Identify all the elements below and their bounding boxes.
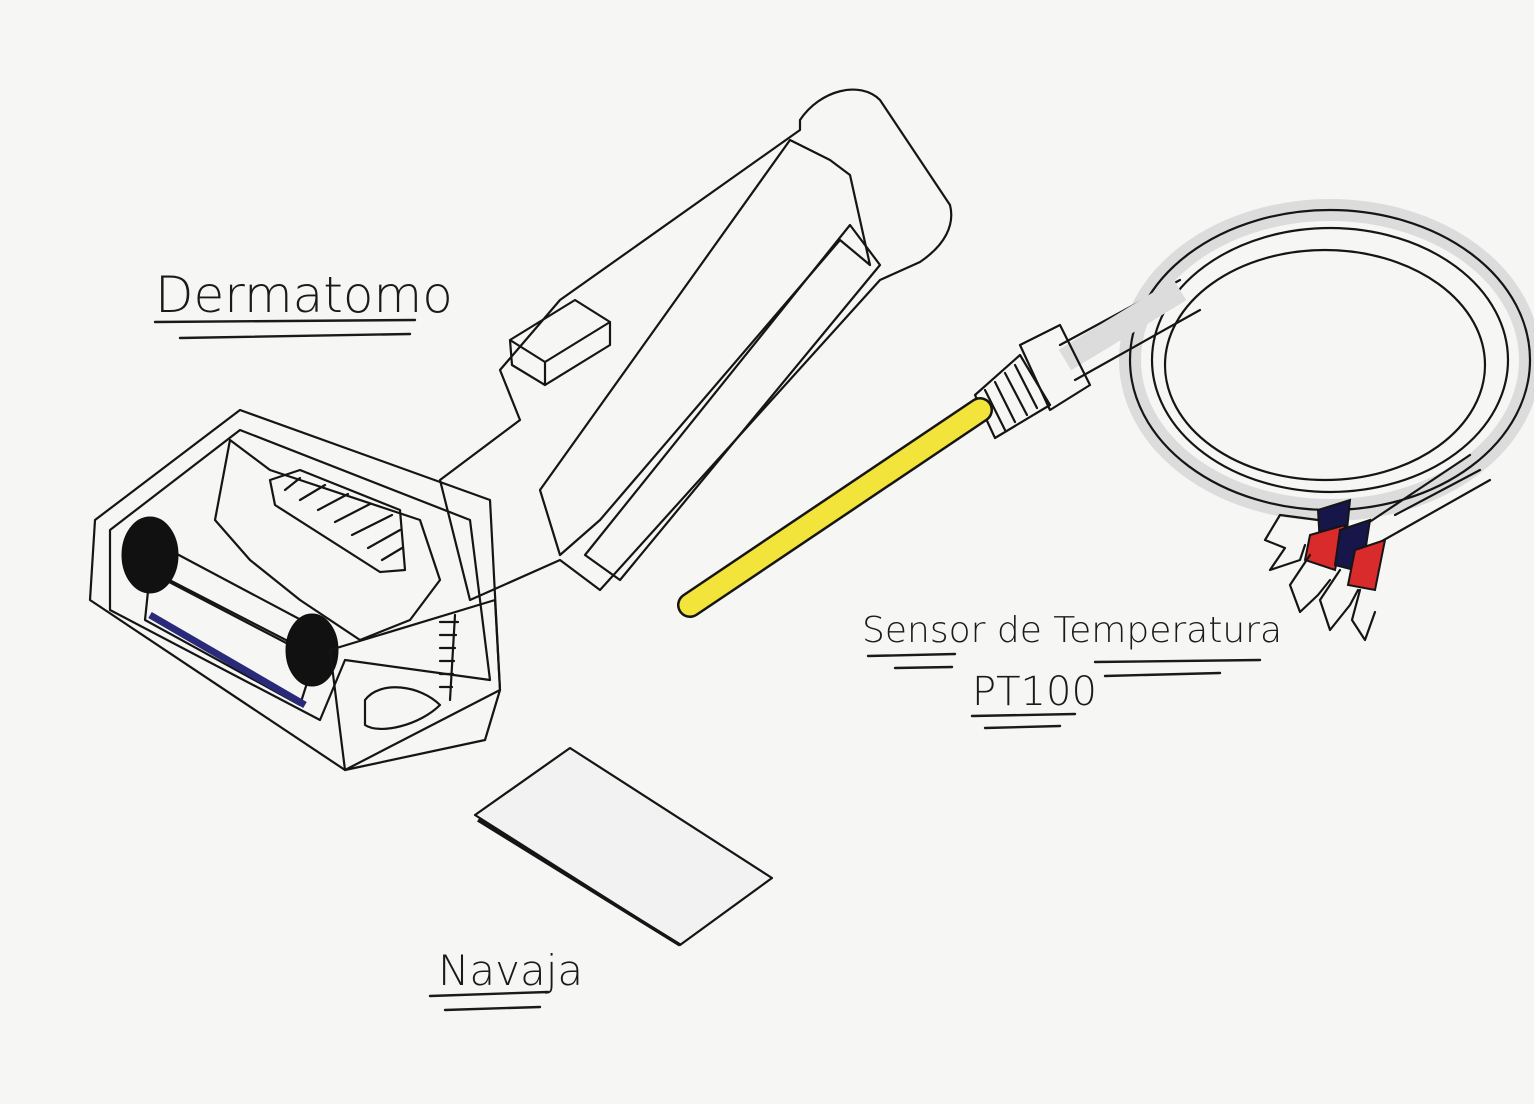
lever-slot bbox=[365, 687, 440, 729]
sensor-label-line1: Sensor de Temperatura bbox=[862, 610, 1282, 651]
dermatome-underline-2 bbox=[180, 334, 410, 338]
blade-underline-2 bbox=[445, 1007, 540, 1010]
head-front-face bbox=[330, 600, 500, 770]
sensor-cable-coil bbox=[1060, 210, 1530, 510]
wire-terminals bbox=[1265, 455, 1490, 640]
handle-grey-strip bbox=[585, 225, 880, 580]
dermatome-label: Dermatomo bbox=[155, 266, 453, 324]
blade-drawing bbox=[475, 748, 772, 945]
probe-rod bbox=[690, 410, 980, 605]
sensor-strain-relief bbox=[975, 355, 1050, 438]
sensor-underline-1a bbox=[868, 654, 955, 656]
sensor-underline-2b bbox=[985, 726, 1060, 728]
blade-label: Navaja bbox=[438, 946, 583, 995]
sensor-underline-1d bbox=[1105, 673, 1220, 676]
sensor-underline-1b bbox=[895, 667, 952, 668]
sensor-underline-1c bbox=[1095, 660, 1260, 662]
depth-scale bbox=[440, 615, 458, 700]
temperature-sensor-drawing bbox=[690, 210, 1530, 640]
roller-assembly bbox=[122, 517, 338, 705]
hatched-window bbox=[270, 470, 405, 572]
roller-left-cap bbox=[122, 517, 178, 593]
dermatome-drawing bbox=[90, 90, 951, 770]
sensor-label-line2: PT100 bbox=[972, 669, 1097, 715]
